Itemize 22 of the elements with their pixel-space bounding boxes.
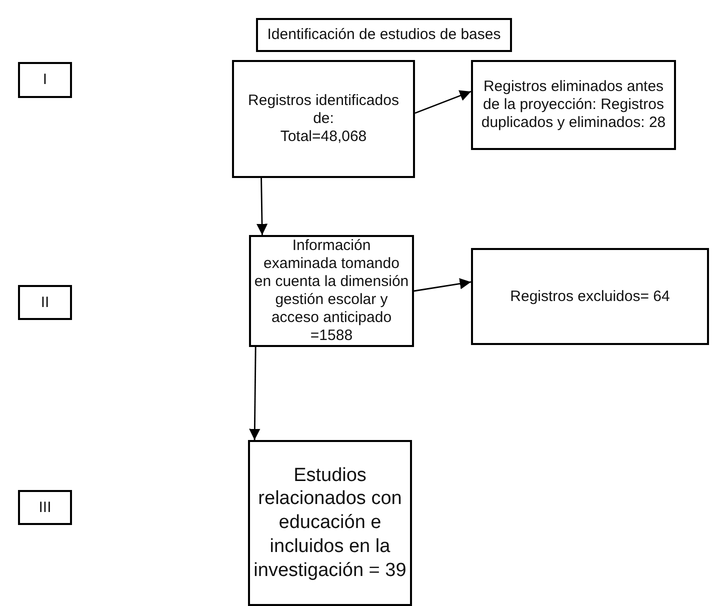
stage-box	[18, 285, 72, 320]
process-box	[232, 60, 415, 178]
heading-box	[256, 18, 512, 52]
box-text: Registros eliminados antes de la proyección: Registros duplicados y eliminados: 28	[480, 78, 667, 132]
box-text: I	[42, 71, 48, 89]
stage-box	[18, 490, 72, 525]
box-text: Total=48,068	[280, 128, 367, 146]
box-text: II	[40, 294, 50, 312]
box-text: Registros identificados de:	[247, 92, 400, 128]
box-text: Identificación de estudios de bases	[267, 26, 501, 44]
box-text: Registros excluidos= 64	[510, 288, 670, 306]
arrow	[249, 347, 260, 440]
process-box	[471, 60, 676, 150]
arrow	[414, 278, 472, 292]
stage-box	[18, 62, 72, 98]
arrow	[414, 90, 472, 114]
box-text: Información examinada tomando en cuenta la dimensión gestión escolar y acceso anticipado =1588	[254, 237, 409, 345]
box-text: Estudios relacionados con educación e incluidos en la investigación = 39	[253, 464, 407, 582]
process-box	[248, 440, 412, 606]
process-box	[471, 248, 709, 345]
arrow	[256, 178, 268, 236]
box-text: III	[38, 498, 52, 516]
